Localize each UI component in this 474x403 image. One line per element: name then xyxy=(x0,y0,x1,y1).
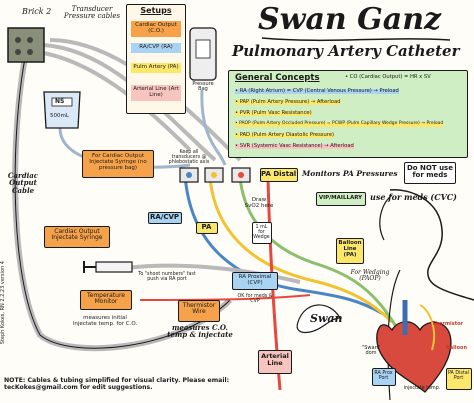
injectate-note-box: For Cardiac Output Injectate Syringe (no… xyxy=(82,150,154,178)
pa-distal-port-box: PA Distal Port xyxy=(446,368,472,390)
monitors-pa-note: Monitors PA Pressures xyxy=(302,169,398,178)
setups-box: Setups Cardiac Output (C.O.) RA/CVP (RA)… xyxy=(126,4,186,114)
balloon-line-label: Balloon Line (PA) xyxy=(338,240,362,258)
balloon-line-box: Balloon Line (PA) xyxy=(336,238,364,264)
concept-line-3: • PAP (Pulm Artery Pressure) → Afterload xyxy=(235,99,341,106)
arterial-line-box: Arterial Line xyxy=(258,350,292,374)
setup-item-co: Cardiac Output (C.O.) xyxy=(131,21,181,37)
setup-item-art: Arterial Line (Art Line) xyxy=(131,85,181,101)
transducer-ra[interactable] xyxy=(179,167,199,183)
syringe-line xyxy=(124,263,301,284)
concept-line-1: • CO (Cardiac Output) = HR x SV xyxy=(345,74,431,80)
swan-icon xyxy=(296,304,342,334)
arterial-line-label: Arterial Line xyxy=(261,352,289,367)
use-for-meds-note: use for meds (CVC) xyxy=(370,192,457,202)
setup-item-pa: Pulm Artery (PA) xyxy=(131,63,181,73)
brick-label: Brick 2 xyxy=(22,7,52,16)
shoot-note: To "shoot numbers" fast push via RA port xyxy=(138,272,196,283)
transducer-cable-1 xyxy=(37,50,192,152)
ra-cvp-label: RA/CVP xyxy=(149,213,180,221)
co-cable-outline xyxy=(14,57,231,349)
for-wedging-note: For Wedging (PAOP) xyxy=(350,269,390,283)
one-ml-note: 1 mL for Wedge xyxy=(253,225,270,241)
vip-box: VIP/MAILLARY xyxy=(316,192,366,206)
ns-label: NS xyxy=(55,98,65,105)
transducer-art[interactable] xyxy=(231,167,251,183)
concept-line-5: • PAOP (Pulm Artery Occluded Pressure) =… xyxy=(235,121,444,127)
do-not-use-box: Do NOT use for meds xyxy=(404,162,456,184)
concept-line-7: • SVR (Systemic Vasc Resistance) → After… xyxy=(235,143,354,150)
temp-monitor-box: Temperature Monitor xyxy=(80,290,132,310)
ns-volume: 500mL xyxy=(50,113,69,119)
pressure-bag-shape xyxy=(189,27,217,81)
do-not-use-note: Do NOT use for meds xyxy=(407,164,453,180)
ra-proximal-label: RA Proximal (CVP) xyxy=(238,274,272,286)
pa-distal-port-label: PA Distal Port xyxy=(447,371,470,382)
concept-line-4: • PVR (Pulm Vasc Resistance) xyxy=(235,110,312,117)
one-ml-box: 1 mL for Wedge xyxy=(252,222,272,244)
temp-monitor-label: Temperature Monitor xyxy=(86,292,125,306)
thermistor-red-label: Thermistor xyxy=(432,321,464,327)
ra-prox-port-label: RA Prox Port xyxy=(374,371,393,382)
pressure-bag-label: Pressure Bag xyxy=(192,81,214,93)
brick-box xyxy=(7,27,45,63)
general-concepts-title: General Concepts xyxy=(235,73,320,83)
thermistor-wire xyxy=(139,294,311,301)
thermistor-wire-box: Thermistor Wire xyxy=(178,300,220,322)
concept-line-2: • RA (Right Atrium) = CVP (Central Venou… xyxy=(235,88,399,95)
vip-line xyxy=(238,177,400,331)
syringe-shape xyxy=(83,261,133,273)
setups-title: Setups xyxy=(140,6,172,15)
ns-bag xyxy=(43,91,81,129)
footer-note: NOTE: Cables & tubing simplified for vis… xyxy=(4,377,230,391)
title-underline xyxy=(261,37,451,42)
heart-shape xyxy=(376,300,452,393)
general-concepts-box: General Concepts • CO (Cardiac Output) =… xyxy=(228,70,468,158)
page-subtitle: Pulmonary Artery Catheter xyxy=(232,42,460,60)
ra-cvp-tag: RA/CVP xyxy=(148,212,182,224)
pa-line xyxy=(208,177,394,324)
transducer-pa[interactable] xyxy=(204,167,224,183)
keep-transducers-note: Keep all transducers @ phlebostatic axis xyxy=(168,150,210,166)
ra-prox-port-box: RA Prox Port xyxy=(372,368,396,386)
measures-co-note: measures C.O. temp & injectate xyxy=(167,323,233,340)
vip-label: VIP/MAILLARY xyxy=(318,195,363,201)
thermistor-wire-label: Thermistor Wire xyxy=(182,302,216,316)
ok-meds-note: OK for meds & CVP xyxy=(237,294,273,305)
ra-line xyxy=(183,174,386,317)
swan-dom-note: "Swan" dom xyxy=(361,345,381,357)
draw-svo2-note: Draw SvO2 here xyxy=(244,197,274,209)
concept-line-6: • PAD (Pulm Artery Diastolic Pressure) xyxy=(235,132,335,139)
ra-proximal-box: RA Proximal (CVP) xyxy=(232,272,278,290)
injectate-note: For Cardiac Output Injectate Syringe (no… xyxy=(89,153,147,171)
pa-distal-label: PA Distal xyxy=(261,170,297,178)
co-cable-label: Cardiac Output Cable xyxy=(7,171,39,195)
measures-initial-note: measures initial injectate temp. for C.O… xyxy=(72,315,138,327)
pa-distal-box: PA Distal xyxy=(260,168,298,182)
page-title: Swan Ganz xyxy=(258,2,442,37)
swan-label: Swan xyxy=(310,312,343,325)
credit: Steph Kokes, RN 2.2.23 version 4 xyxy=(0,261,6,345)
balloon-red-label: Balloon xyxy=(446,345,468,351)
injectate-temp-note: injectate temp. xyxy=(403,386,441,391)
transducer-label: Transducer Pressure cables xyxy=(63,5,121,21)
setup-item-ra: RA/CVP (RA) xyxy=(131,43,181,53)
pressure-bag-tubing xyxy=(200,89,227,166)
co-syringe-label: Cardiac Output Injectate Syringe xyxy=(51,228,103,242)
pa-label: PA xyxy=(201,223,212,231)
co-syringe-box: Cardiac Output Injectate Syringe xyxy=(44,226,110,248)
pa-tag: PA xyxy=(196,222,218,234)
